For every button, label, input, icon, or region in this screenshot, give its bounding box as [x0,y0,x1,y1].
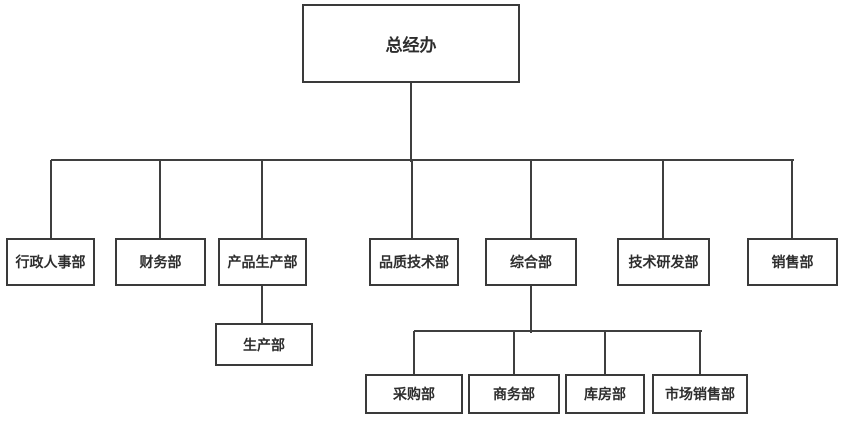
connector-line-drop-product-production [261,160,263,240]
connector-line-drop-warehouse [604,331,606,376]
org-node-label: 采购部 [393,386,435,402]
org-node-label: 品质技术部 [379,254,449,270]
org-node-label: 库房部 [584,386,626,402]
org-node-procurement-dept[interactable]: 采购部 [365,374,463,414]
org-node-general-affairs-dept[interactable]: 综合部 [485,238,577,286]
org-node-label: 技术研发部 [628,254,699,270]
org-node-label: 销售部 [771,254,814,270]
org-node-production-dept[interactable]: 生产部 [215,323,313,366]
org-node-label: 综合部 [510,254,552,270]
org-node-finance-dept[interactable]: 财务部 [115,238,206,286]
connector-line-drop-tech-rd [662,160,664,240]
connector-line-general-affairs-down [530,286,532,333]
org-node-label: 财务部 [139,254,182,270]
org-node-business-dept[interactable]: 商务部 [468,374,560,414]
connector-line-drop-finance [159,160,161,240]
connector-line-drop-sales [791,160,793,240]
org-node-label: 行政人事部 [15,254,86,270]
org-node-general-manager-office[interactable]: 总经办 [302,4,520,83]
connector-line-drop-business [513,331,515,376]
connector-line-level2-bus [51,159,794,161]
connector-line-drop-procurement [413,331,415,376]
connector-line-level3-bus [414,330,702,332]
org-node-label: 总经办 [385,36,437,55]
org-node-quality-tech-dept[interactable]: 品质技术部 [369,238,459,286]
connector-line-drop-general-affairs [530,160,532,240]
connector-line-general-manager-office-down [410,83,412,162]
org-node-product-production-dept[interactable]: 产品生产部 [218,238,307,286]
org-node-sales-dept[interactable]: 销售部 [747,238,838,286]
org-node-label: 产品生产部 [227,254,298,270]
connector-line-drop-marketing-sales [699,331,701,376]
org-node-warehouse-dept[interactable]: 库房部 [565,374,645,414]
connector-line-drop-admin-hr [50,160,52,240]
org-node-label: 市场销售部 [665,386,735,402]
org-node-tech-rd-dept[interactable]: 技术研发部 [617,238,710,286]
org-node-marketing-sales-dept[interactable]: 市场销售部 [652,374,748,414]
org-node-admin-hr-dept[interactable]: 行政人事部 [6,238,95,286]
org-node-label: 商务部 [493,386,535,402]
org-node-label: 生产部 [243,336,285,353]
connector-line-product-production-to-production [261,286,263,325]
connector-line-drop-quality-tech [411,160,413,240]
